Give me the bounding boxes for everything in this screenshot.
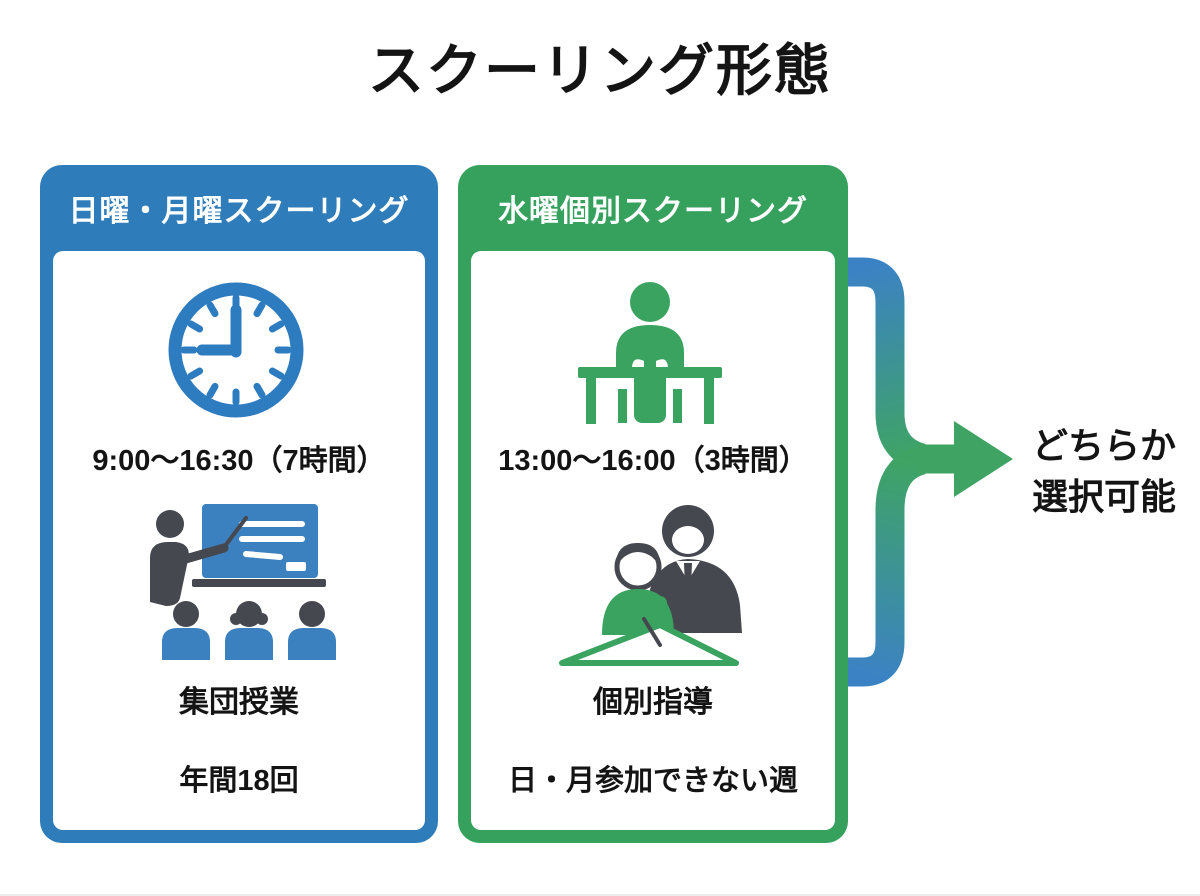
student-at-desk-icon [570,277,730,425]
card-header: 日曜・月曜スクーリング [68,195,410,228]
bottom-hairline [0,894,1200,896]
frequency-label: 年間18回 [179,765,299,797]
result-text: どちらか 選択可能 [1014,420,1194,522]
condition-label: 日・月参加できない週 [507,765,798,797]
card-wednesday-individual-schooling: 水曜個別スクーリング 13:00〜16:00（3時間） [458,165,848,843]
page-title: スクーリング形態 [368,39,832,102]
card-header: 水曜個別スクーリング [498,195,808,228]
result-line-2: 選択可能 [1031,476,1176,518]
brace-arrow-icon [826,257,1013,687]
result-line-1: どちらか [1031,425,1176,466]
merge-arrow [820,250,1020,690]
clock-icon [166,280,306,420]
individual-tutoring-icon [550,493,750,671]
classroom-lesson-icon [136,498,346,660]
time-label: 9:00〜16:30（7時間） [92,445,386,477]
lesson-type-label: 個別指導 [593,686,713,719]
time-label: 13:00〜16:00（3時間） [498,445,808,477]
card-sunday-monday-schooling: 日曜・月曜スクーリング [40,165,438,843]
lesson-type-label: 集団授業 [179,686,299,719]
